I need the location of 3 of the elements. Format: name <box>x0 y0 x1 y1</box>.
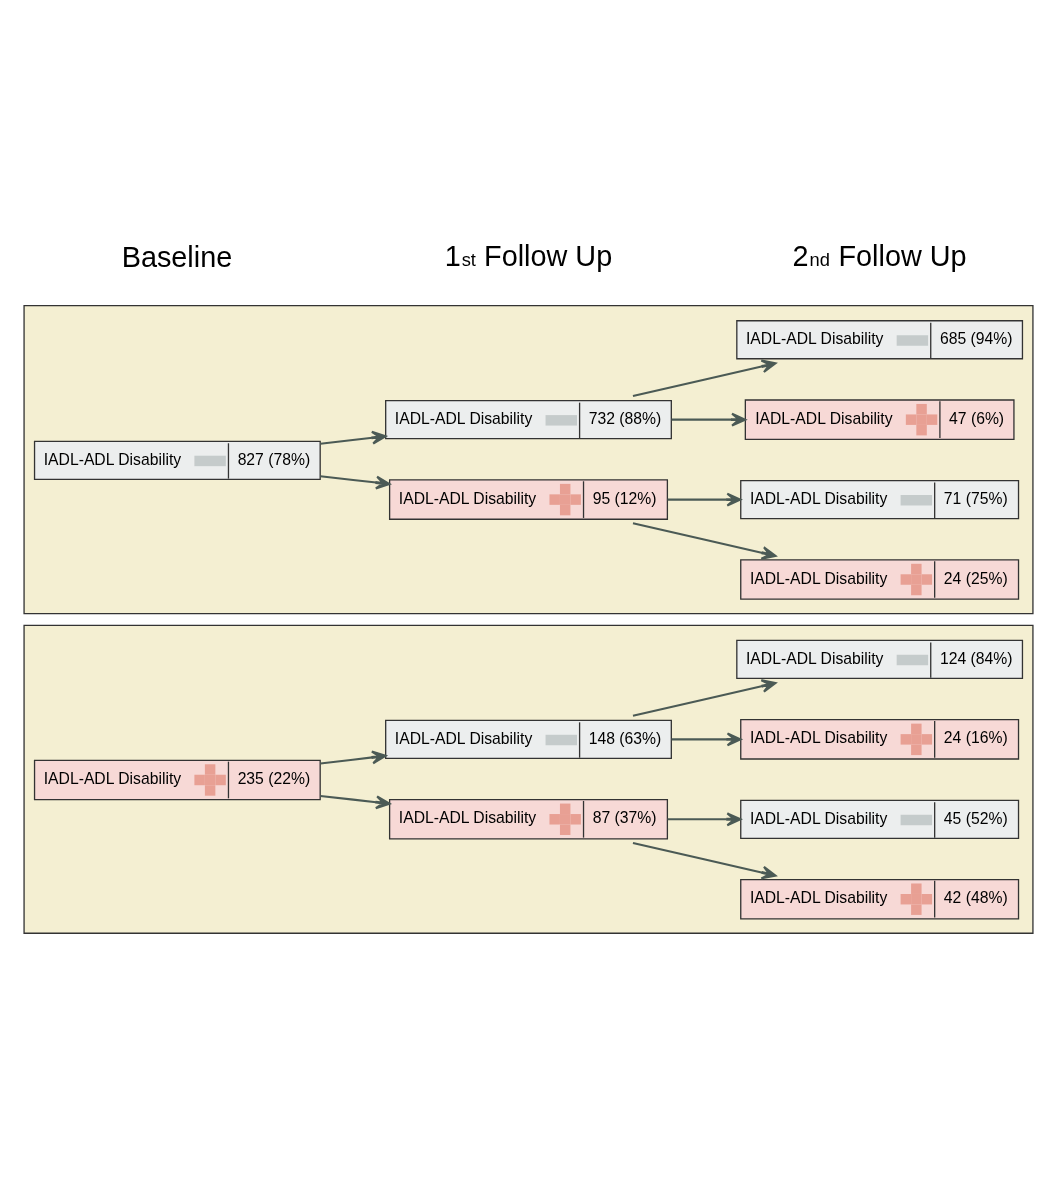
label: Baseline <box>121 241 233 274</box>
label: 2nd Follow Up <box>792 239 967 272</box>
label: 1st Follow Up <box>444 239 613 272</box>
